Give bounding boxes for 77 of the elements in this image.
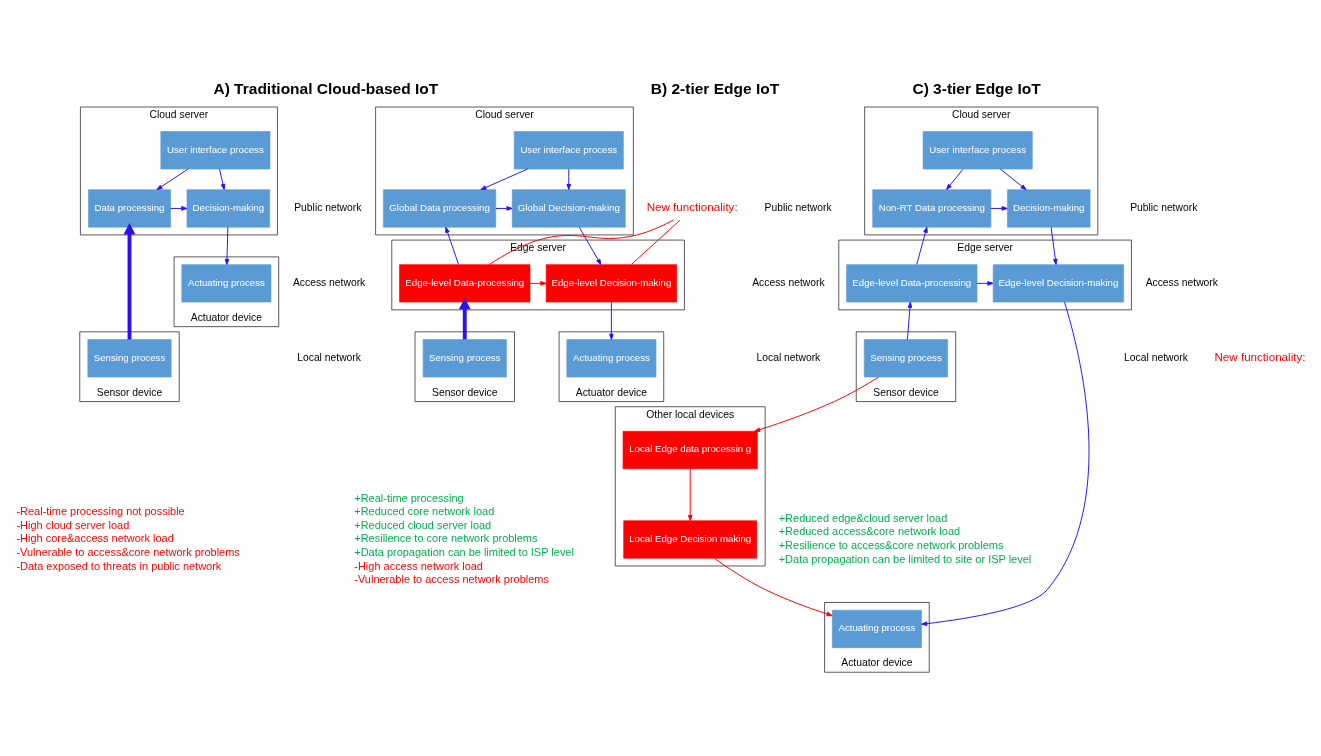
node-box: Decision-making [186, 189, 270, 228]
node-box: Edge-level Data-processing [399, 264, 531, 303]
node-box: Data processing [88, 189, 171, 228]
arrow [578, 226, 602, 265]
label: Access network [292, 276, 366, 288]
label: +Data propagation can be limited to site or ISP level [778, 552, 1032, 565]
arrow [609, 301, 614, 340]
label: -High cloud server load [16, 518, 130, 531]
connector [488, 219, 674, 266]
arrow [458, 298, 471, 340]
arrow [445, 226, 459, 265]
label: -Vulnerable to access&core network problems [16, 546, 240, 559]
node-box: Actuating process [832, 609, 922, 649]
node-box: User interface process [513, 131, 624, 170]
arrow [921, 301, 1090, 626]
node-box: Actuating process [181, 264, 272, 303]
node-box: Decision-making [1007, 189, 1091, 228]
node-box: User interface process [160, 131, 271, 170]
node-box: Global Data processing [383, 189, 497, 228]
arrow [687, 468, 693, 522]
node-box: Global Decision-making [511, 189, 626, 228]
arrow [156, 168, 189, 191]
arrow [946, 168, 964, 190]
label: -Data exposed to threats in public network [16, 559, 222, 572]
label: B) 2-tier Edge IoT [650, 79, 780, 97]
arrow [480, 168, 529, 191]
node-box: Non-RT Data processing [872, 189, 992, 228]
arrow [123, 223, 136, 340]
node-box: Edge-level Data-processing [846, 264, 978, 303]
node-text: New functionality: [646, 200, 738, 214]
label: Access network [1145, 276, 1218, 288]
node-box: Edge-level Decision-making [545, 264, 677, 303]
label: -Real-time processing not possible [16, 505, 185, 518]
label: +Real-time processing [354, 491, 464, 504]
arrow [566, 168, 572, 190]
arrow [529, 281, 547, 286]
arrow [916, 226, 928, 265]
arrow [754, 376, 880, 432]
node-box: Sensing process [87, 339, 172, 378]
label: +Reduced edge&cloud server load [778, 511, 948, 524]
arrow [219, 168, 226, 190]
arrow [224, 226, 230, 265]
node-box: Edge-level Decision-making [992, 264, 1124, 303]
label: Public network [294, 201, 362, 213]
label: Local network [756, 351, 821, 363]
node-box: Actuating process [566, 339, 657, 378]
node-box: Local Edge Decision making [623, 520, 758, 559]
arrow [713, 557, 833, 617]
label: A) Traditional Cloud-based IoT [213, 79, 439, 97]
arrow [495, 206, 513, 211]
label: +Reduced cloud server load [354, 518, 492, 531]
label: +Resilience to core network problems [354, 532, 538, 545]
connector [630, 219, 681, 265]
node-box: Sensing process [864, 339, 948, 378]
label: Public network [1130, 201, 1198, 213]
label: Local network [1124, 351, 1188, 363]
label: -High core&access network load [16, 532, 174, 545]
label: +Data propagation can be limited to ISP level [354, 546, 574, 559]
label: +Reduced access&core network load [778, 525, 961, 538]
arrow [976, 281, 994, 286]
label: C) 3-tier Edge IoT [912, 79, 1041, 97]
arrow [990, 206, 1008, 211]
label: Access network [752, 276, 825, 288]
arrow [1050, 226, 1058, 265]
label: +Resilience to access&core network problems [778, 538, 1004, 551]
label: New functionality: [1214, 350, 1306, 364]
node-box: Local Edge data processin g [622, 430, 758, 470]
node-box: Sensing process [422, 339, 507, 378]
label: -Vulnerable to access network problems [354, 573, 549, 586]
node-box: User interface process [922, 131, 1033, 170]
arrow [906, 301, 913, 340]
label: Local network [297, 351, 361, 363]
label: Public network [764, 201, 832, 213]
label: -High access network load [354, 559, 483, 572]
arrow [170, 206, 188, 211]
arrow [999, 168, 1027, 191]
label: +Reduced core network load [354, 505, 495, 518]
